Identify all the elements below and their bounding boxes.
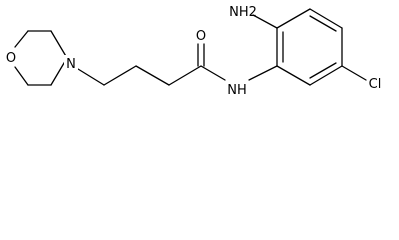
bond-cb-cc — [135, 65, 170, 86]
bond-c4-o — [14, 66, 29, 86]
bond-c2-n — [50, 30, 68, 59]
morpholine-nitrogen-label: N — [66, 57, 76, 72]
morpholine-ring — [14, 30, 68, 86]
benzene-ring — [276, 8, 343, 86]
ring-bond-c6-c1 — [276, 65, 311, 86]
ring-bond-c2-c3 — [276, 8, 311, 29]
bond-ring-amino — [252, 14, 278, 29]
amide-nh-label: NH — [227, 83, 247, 98]
amino-group-label: NH2 — [229, 5, 257, 20]
bond-n-ca — [77, 68, 105, 86]
bond-ring-chlorine — [341, 65, 367, 81]
bond-nh-ring — [248, 65, 278, 81]
aromatic-inner-bond-3 — [309, 62, 337, 79]
butyl-chain — [77, 43, 278, 86]
chemical-structure: O N O NH NH2 Cl — [6, 5, 382, 98]
bond-carbonyl-nh — [200, 65, 226, 81]
aromatic-inner-bond-2 — [309, 15, 337, 32]
bond-cc-carbonyl — [168, 65, 202, 86]
ring-bond-c5-c6 — [309, 65, 343, 86]
chlorine-label: Cl — [369, 77, 382, 92]
ring-bond-c3-c4 — [309, 8, 343, 29]
morpholine-oxygen-label: O — [6, 51, 16, 66]
carbonyl-oxygen-label: O — [196, 29, 206, 44]
bond-ca-cb — [103, 65, 137, 86]
bond-o-c1 — [14, 30, 29, 48]
